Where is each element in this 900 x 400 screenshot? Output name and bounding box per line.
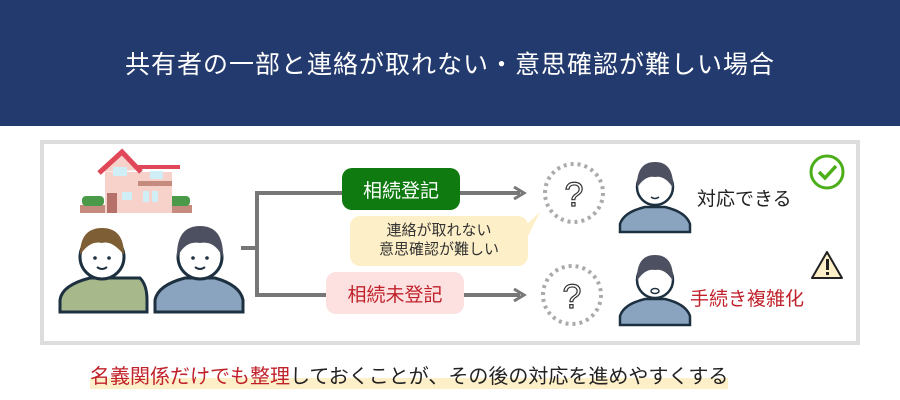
- footer-message: 名義関係だけでも整理しておくことが、その後の対応を進めやすくする: [90, 360, 729, 389]
- note-bubble: 連絡が取れない 意思確認が難しい: [350, 216, 528, 266]
- unregistered-branch-label: 相続未登記: [326, 272, 464, 314]
- unknown-person-bottom-icon: ?: [541, 264, 603, 326]
- check-icon: [809, 154, 845, 190]
- registered-branch-label: 相続登記: [342, 168, 460, 210]
- note-line-1: 連絡が取れない: [386, 221, 492, 239]
- note-line-2: 意思確認が難しい: [378, 240, 499, 258]
- svg-text:?: ?: [563, 278, 582, 316]
- house-icon: [80, 148, 192, 213]
- person-right-icon: [153, 226, 245, 314]
- page-title: 共有者の一部と連絡が取れない・意思確認が難しい場合: [0, 0, 900, 126]
- outcome-complicated: 手続き複雑化: [690, 288, 805, 310]
- person-happy-icon: [618, 162, 692, 234]
- person-worried-icon: [618, 255, 692, 327]
- svg-text:?: ?: [565, 176, 584, 214]
- person-left-icon: [58, 228, 149, 314]
- warning-icon: [811, 251, 843, 279]
- footer-rest: しておくことが、その後の対応を進めやすくする: [290, 364, 729, 388]
- outcome-ok: 対応できる: [697, 188, 792, 210]
- note-tail: [526, 212, 540, 240]
- unknown-person-top-icon: ?: [543, 162, 605, 224]
- footer-highlight: 名義関係だけでも整理: [90, 364, 290, 388]
